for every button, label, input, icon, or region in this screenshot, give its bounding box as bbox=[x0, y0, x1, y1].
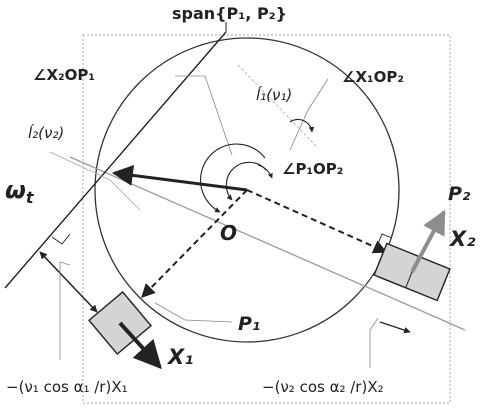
x2-label: X₂ bbox=[448, 227, 476, 251]
omega-t-line bbox=[4, 31, 227, 289]
l2-prime-label: ĺ₂(ν₂) bbox=[28, 123, 64, 142]
angle-x1op2-label: ∠X₁OP₂ bbox=[342, 68, 404, 86]
main-vector bbox=[111, 164, 248, 192]
proj2-arrow bbox=[379, 321, 411, 334]
x1-label: X₁ bbox=[166, 345, 193, 369]
angle-arc-x1op2 bbox=[289, 118, 315, 133]
right-angle-omega bbox=[51, 233, 71, 245]
l2-prime-line bbox=[69, 156, 466, 331]
proj1-arrow bbox=[39, 251, 98, 313]
x1-arrow bbox=[118, 321, 162, 370]
origin-label: O bbox=[220, 221, 237, 245]
p1-leader bbox=[154, 302, 233, 323]
omega-t-label: ωt bbox=[5, 176, 35, 207]
right-angle-p2 bbox=[377, 233, 393, 245]
dotted-frame bbox=[82, 34, 451, 404]
span-label: span{P₁, P₂} bbox=[172, 4, 287, 23]
omega-symbol: ω bbox=[5, 176, 26, 204]
p2-label: P₂ bbox=[448, 183, 471, 205]
proj2-leader bbox=[369, 317, 379, 368]
p1-label: P₁ bbox=[238, 313, 260, 335]
angle-p1op2-label: ∠P₁OP₂ bbox=[282, 160, 343, 178]
x2-arrow bbox=[410, 209, 446, 273]
angle-arc-outer bbox=[199, 143, 266, 213]
l1-prime-label: ĺ₁(ν₁) bbox=[256, 85, 292, 104]
angle-x2op1-leader bbox=[175, 75, 233, 156]
proj2-label: −(ν₂ cos α₂ /r)X₂ bbox=[262, 378, 384, 396]
l2-prime-leader bbox=[49, 151, 141, 211]
angle-x2op1-label: ∠X₂OP₁ bbox=[33, 66, 95, 84]
l1-prime-line bbox=[237, 64, 319, 149]
angle-arc-inner bbox=[225, 161, 267, 201]
proj1-label: −(ν₁ cos α₁ /r)X₁ bbox=[6, 378, 128, 396]
vector-o-p2 bbox=[246, 189, 388, 254]
main-circle bbox=[94, 37, 400, 343]
omega-subscript: t bbox=[26, 188, 35, 207]
angle-x1op2-leader bbox=[289, 78, 329, 151]
angle-arc-p1op2 bbox=[257, 164, 273, 179]
proj1-leader bbox=[59, 261, 71, 360]
vector-o-p1 bbox=[141, 189, 248, 298]
